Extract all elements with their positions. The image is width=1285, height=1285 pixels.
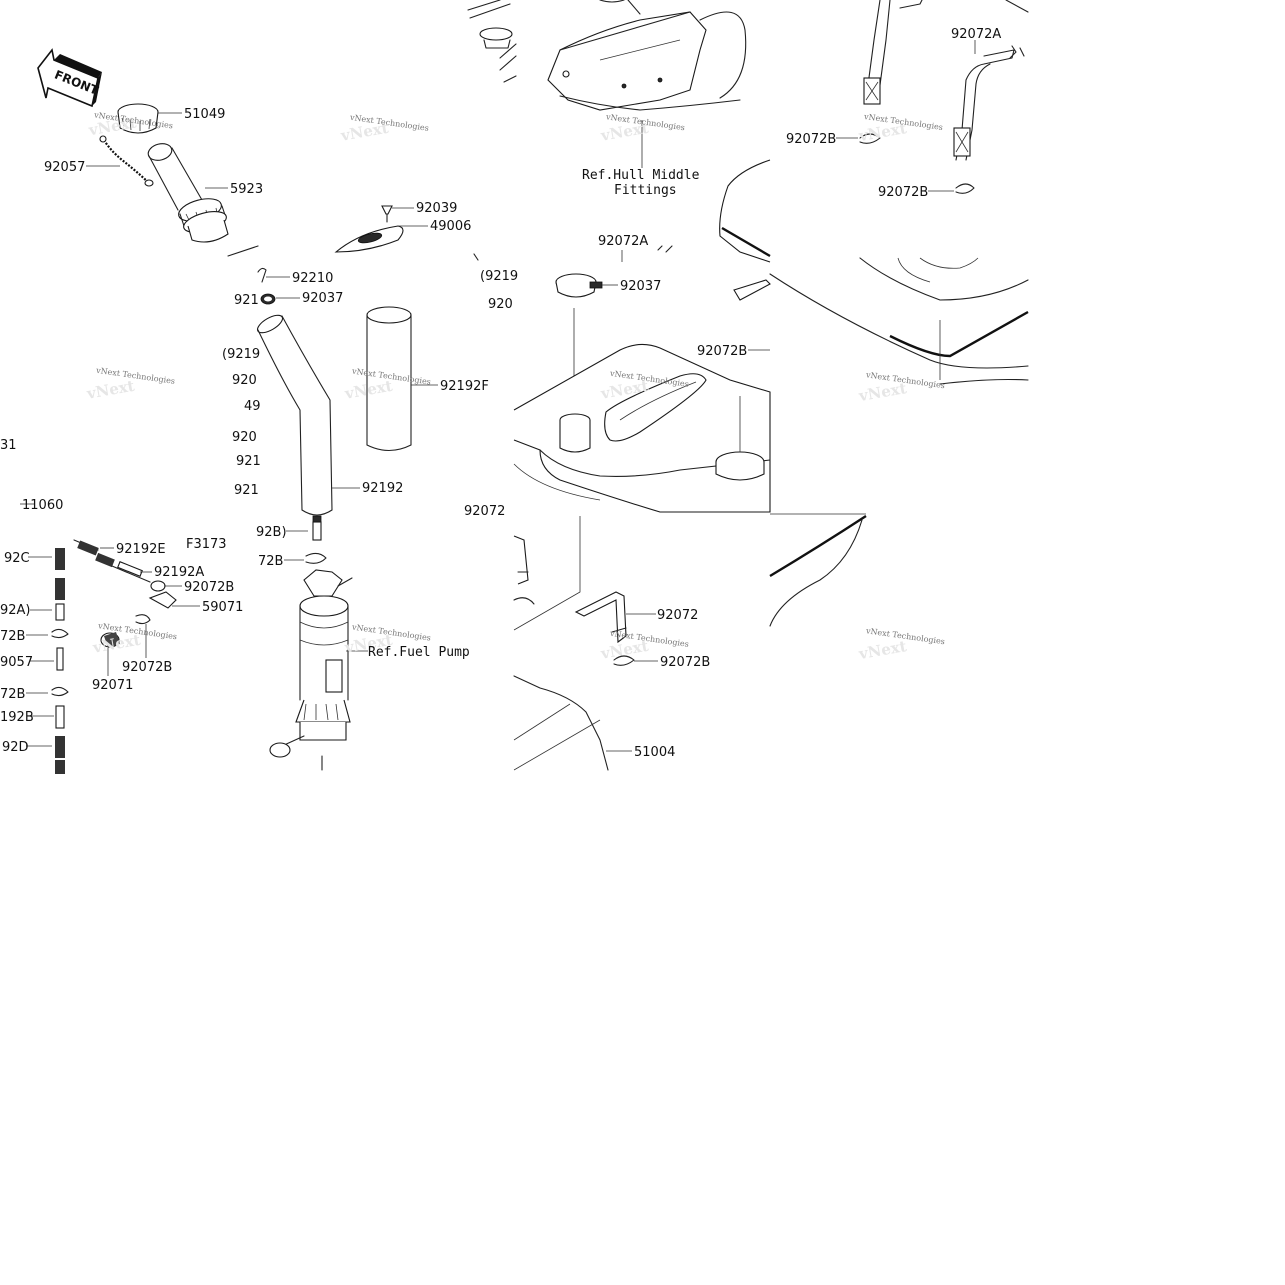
callout: 92072B [878, 185, 928, 200]
callout: 92072 [464, 504, 505, 519]
figure-code: F3173 [186, 537, 227, 552]
panel-fuel-tank: Ref.Hull Middle Fittings [467, 0, 771, 771]
part-straight-hose [366, 306, 412, 452]
panel-fuel-filler: FRONT [20, 48, 438, 774]
part-fuel-tank [513, 343, 771, 513]
callout: 92057 [44, 160, 85, 175]
callout: 11060 [22, 498, 63, 513]
part-small-clamp [257, 267, 276, 305]
callout: 92A) [0, 603, 31, 618]
callout: 92072B [184, 580, 234, 595]
svg-text:vNext: vNext [857, 637, 908, 663]
callout: 92037 [302, 291, 343, 306]
callout-labels: 51049 92057 5923 92039 49006 92210 921 9… [0, 27, 1001, 760]
callout: 51049 [184, 107, 225, 122]
callout: 92037 [620, 279, 661, 294]
callout: 920 [488, 297, 513, 312]
part-tank-strap [513, 516, 627, 644]
part-bent-hose [256, 314, 333, 516]
callout: 920 [232, 430, 257, 445]
callout: 92192A [154, 565, 204, 580]
callout: 92210 [292, 271, 333, 286]
callout: (9219 [222, 347, 260, 362]
callout: 92C [4, 551, 30, 566]
part-tank-clip [613, 655, 635, 666]
part-tank-top [719, 159, 1029, 627]
callout: 92D [2, 740, 29, 755]
callout: 92072B [122, 660, 172, 675]
callout: 92192F [440, 379, 489, 394]
part-tank-lower [513, 675, 609, 771]
part-tank-clamp [555, 273, 603, 298]
part-clip [305, 552, 327, 564]
callout: (9219 [480, 269, 518, 284]
callout: 92072B [697, 344, 747, 359]
front-arrow-icon: FRONT [37, 48, 102, 108]
callout: 92072A [951, 27, 1001, 42]
part-filler-cap [117, 103, 159, 134]
svg-text:vNext: vNext [85, 377, 136, 403]
ref-hull-middle-line2: Fittings [614, 183, 677, 198]
callout: 921 [234, 293, 259, 308]
ref-fuel-pump: Ref.Fuel Pump [368, 645, 470, 660]
part-strap-clip-2 [955, 183, 975, 194]
part-hose-assembly-mid [73, 539, 177, 648]
part-strap-upper [863, 0, 1029, 161]
part-nozzle [312, 515, 322, 541]
part-strap-clip-1 [859, 133, 881, 144]
callout: 921 [234, 483, 259, 498]
callout: 921 [236, 454, 261, 469]
part-filler-neck [147, 143, 229, 243]
callout: 5923 [230, 182, 263, 197]
part-hose-stack-left [51, 548, 69, 774]
callout: 72B [258, 554, 283, 569]
callout: 9057 [0, 655, 33, 670]
part-fuel-pump [269, 569, 353, 771]
callout: 59071 [202, 600, 243, 615]
callout: 92072A [598, 234, 648, 249]
callout: 31 [0, 438, 17, 453]
part-hull-bracket [547, 0, 747, 111]
callout: 92192E [116, 542, 166, 557]
callout: 92B) [256, 525, 287, 540]
callout: 72B [0, 687, 25, 702]
callout: 92072 [657, 608, 698, 623]
callout: 92071 [92, 678, 133, 693]
callout: 49006 [430, 219, 471, 234]
callout: 92192 [362, 481, 403, 496]
callout: 92072B [786, 132, 836, 147]
part-tether-cable [99, 135, 154, 187]
callout: 920 [232, 373, 257, 388]
callout: 72B [0, 629, 25, 644]
callout: 92072B [660, 655, 710, 670]
part-grommet [334, 205, 404, 253]
callout: 49 [244, 399, 261, 414]
svg-text:vNext: vNext [343, 377, 394, 403]
callout: 192B [0, 710, 34, 725]
panel-tank-straps [719, 0, 1029, 627]
callout: 92039 [416, 201, 457, 216]
ref-hull-middle-line1: Ref.Hull Middle [582, 168, 700, 183]
callout: 51004 [634, 745, 675, 760]
